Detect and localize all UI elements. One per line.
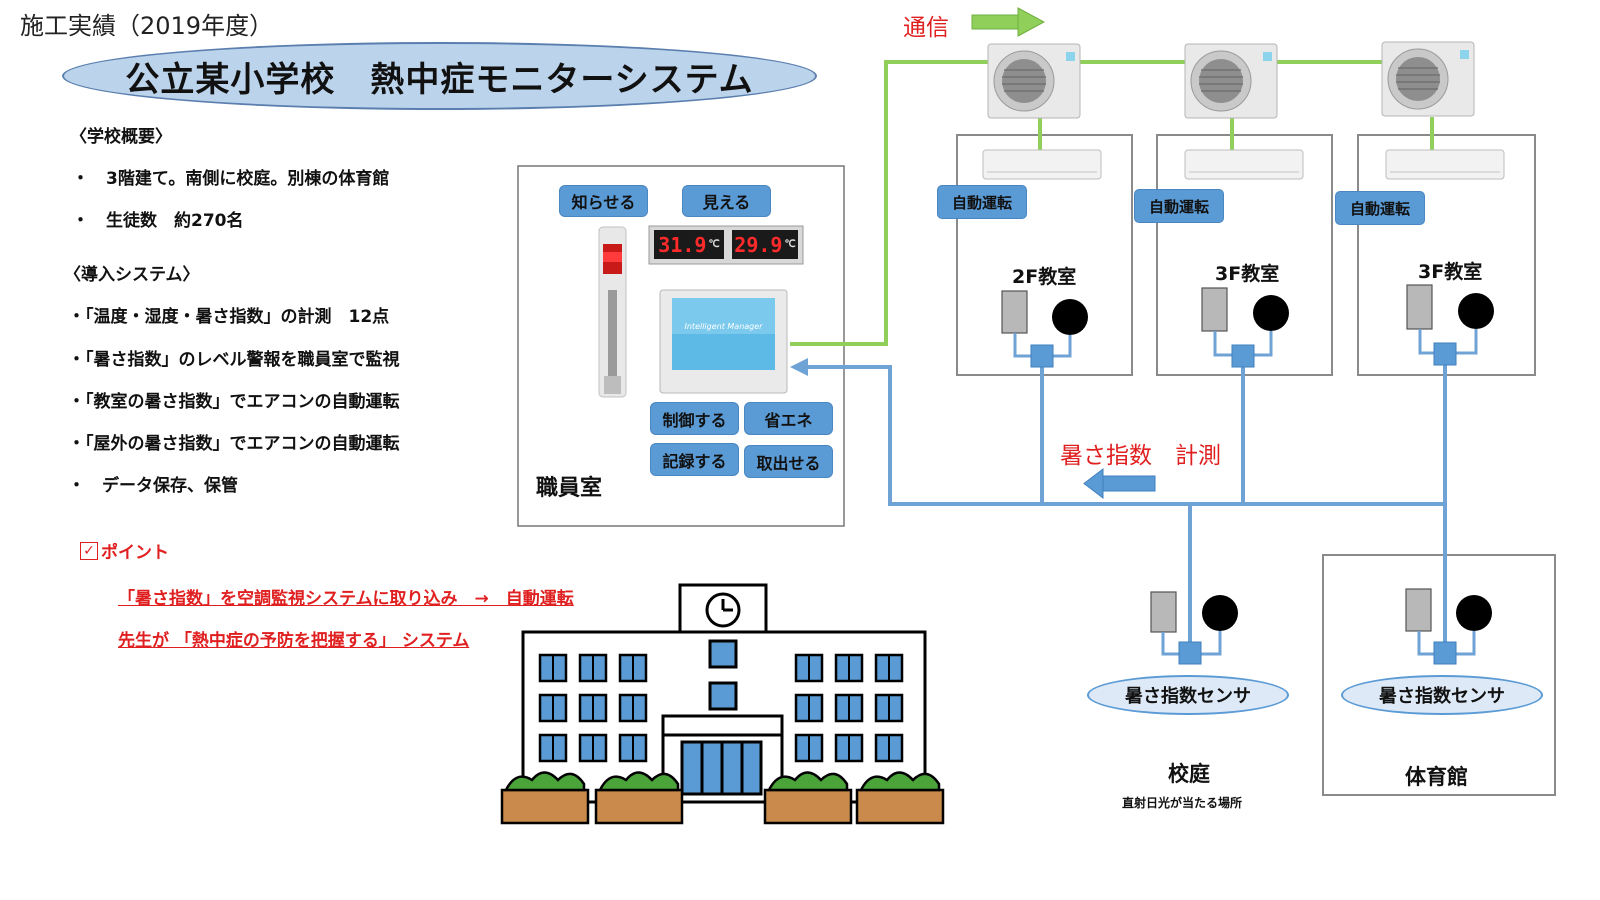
display-left-value: 31.9 <box>658 232 707 257</box>
overview-item: ・ 3階建て。南側に校庭。別棟の体育館 <box>72 169 390 189</box>
system-item: ・「屋外の暑さ指数」でエアコンの自動運転 <box>68 434 400 454</box>
outdoor-ac-unit-3 <box>1381 41 1475 117</box>
overview-item: ・ 生徒数 約270名 <box>72 211 244 231</box>
temperature-displays <box>648 225 804 265</box>
system-item: ・「暑さ指数」のレベル警報を職員室で監視 <box>68 350 400 370</box>
gym-label: 体育館 <box>1405 765 1468 789</box>
point-line: 先生が 「熱中症の予防を把握する」 システム <box>118 631 470 651</box>
courtyard-sensor-label: 暑さ指数センサ <box>1087 675 1289 715</box>
point-heading-text: ポイント <box>101 543 169 563</box>
gym-sensor-label: 暑さ指数センサ <box>1341 675 1543 715</box>
monitor-screen-text: Intelligent Manager <box>684 322 763 331</box>
view-button: 見える <box>682 185 771 217</box>
shrubs <box>500 771 945 825</box>
energy-saving-button: 省エネ <box>744 402 833 435</box>
notify-button: 知らせる <box>559 185 648 217</box>
comm-arrow <box>971 7 1046 37</box>
courtyard-sensor <box>1150 591 1238 665</box>
auto-operation-tag-3: 自動運転 <box>1335 191 1425 225</box>
system-item: ・ データ保存、保管 <box>68 476 238 496</box>
comm-lines <box>790 60 1434 346</box>
system-item: ・「教室の暑さ指数」でエアコンの自動運転 <box>68 392 400 412</box>
checkbox-icon: ✓ <box>80 541 98 560</box>
sensor-arrowhead <box>790 358 808 376</box>
school-windows <box>538 653 904 763</box>
display-left: 31.9℃ <box>654 230 724 259</box>
record-button: 記録する <box>650 443 739 476</box>
display-right-value: 29.9 <box>734 232 783 257</box>
page-title: 公立某小学校 熱中症モニターシステム <box>62 42 817 110</box>
measure-arrow <box>1083 467 1156 500</box>
measure-label: 暑さ指数 計測 <box>1060 443 1221 469</box>
indoor-ac-units <box>982 149 1505 180</box>
classroom-label-3: 3F教室 <box>1418 261 1483 283</box>
point-line: 「暑さ指数」を空調監視システムに取り込み → 自動運転 <box>118 589 574 609</box>
gym-sensor <box>1405 588 1492 665</box>
staff-room-label: 職員室 <box>536 476 603 501</box>
control-button: 制御する <box>650 402 739 435</box>
classroom-sensor-2 <box>1201 287 1289 368</box>
export-button: 取出せる <box>744 445 833 478</box>
classroom-label-2: 3F教室 <box>1215 263 1280 285</box>
sensor-lines <box>805 354 1447 652</box>
system-heading: 〈導入システム〉 <box>64 265 200 285</box>
monitor-panel <box>659 289 788 394</box>
courtyard-label: 校庭 <box>1168 762 1210 786</box>
comm-label: 通信 <box>903 15 949 41</box>
courtyard-note: 直射日光が当たる場所 <box>1122 796 1243 810</box>
display-left-unit: ℃ <box>708 239 720 250</box>
overview-heading: 〈学校概要〉 <box>70 127 172 147</box>
classroom-sensor-1 <box>1001 290 1088 368</box>
classroom-label-1: 2F教室 <box>1012 266 1077 288</box>
system-item: ・「温度・湿度・暑さ指数」の計測 12点 <box>68 307 390 327</box>
header-label: 施工実績（2019年度） <box>20 12 274 40</box>
signal-tower <box>598 226 627 398</box>
outdoor-ac-unit-1 <box>987 43 1081 119</box>
display-right: 29.9℃ <box>732 230 798 259</box>
classroom-sensor-3 <box>1406 284 1494 366</box>
auto-operation-tag-1: 自動運転 <box>937 185 1027 219</box>
display-right-unit: ℃ <box>784 239 796 250</box>
school-building-illustration <box>521 583 927 804</box>
outdoor-ac-unit-2 <box>1184 43 1278 119</box>
auto-operation-tag-2: 自動運転 <box>1134 189 1224 223</box>
point-heading: ✓ ポイント <box>80 538 169 563</box>
